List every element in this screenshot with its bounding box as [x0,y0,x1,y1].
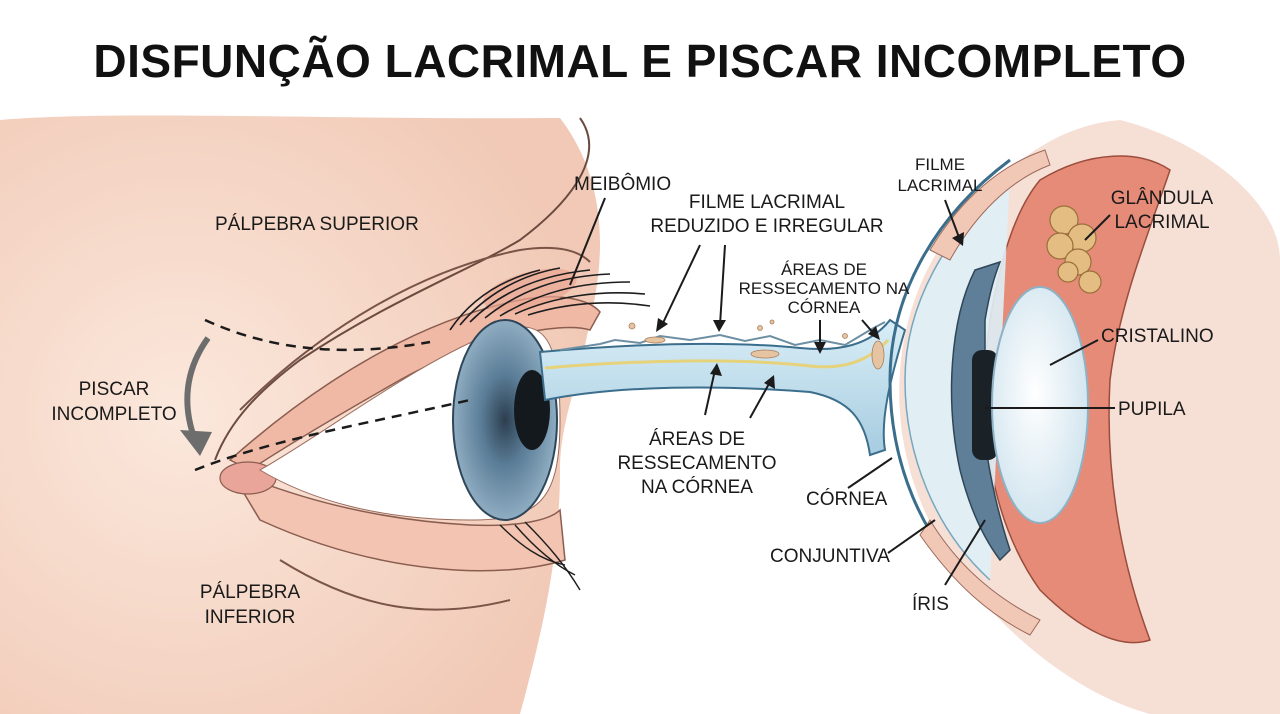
meibomio-leader [569,197,606,286]
iris-leader [944,519,986,586]
label-filme-reduzido-line2: REDUZIDO E IRREGULAR [650,216,883,237]
label-piscar-line1: PISCAR [79,379,150,400]
label-filme-reduzido-line1: FILME LACRIMAL [689,192,845,213]
iris-front [452,319,558,521]
blink-line-lower [194,398,471,472]
filme-reduzido-arrow-2 [719,244,726,326]
blink-arrow-icon [184,336,211,442]
cornea-cross-section [538,318,907,457]
label-palpebra-superior: PÁLPEBRA SUPERIOR [215,214,419,235]
label-areas-top-line2: RESSECAMENTO NA [739,279,910,298]
blink-arrowhead-icon [180,430,212,456]
external-eye-illustration [0,115,651,714]
upper-eyelid-section [929,149,1051,261]
areas-bottom-arrow-2 [749,381,771,419]
lower-eyelid-section [919,519,1041,636]
tear-film-layer [544,338,890,370]
upper-eyelashes [449,267,651,331]
label-glandula-line1: GLÂNDULA [1111,187,1214,209]
label-filme-lacrimal-line2: LACRIMAL [897,176,982,195]
pupil-front [514,370,550,450]
leader-lines [569,197,1115,586]
label-pupila: PUPILA [1118,399,1186,420]
label-palpebra-inferior-line1: PÁLPEBRA [200,582,301,603]
label-areas-bottom-line1: ÁREAS DE [649,429,745,450]
label-areas-top-line1: ÁREAS DE [781,260,867,279]
filme-reduzido-arrow-1 [661,244,701,326]
filme-lacrimal-leader [944,199,961,241]
tear-film-section [538,318,907,457]
lower-lid-fold [279,559,511,611]
label-areas-bottom-line3: NA CÓRNEA [641,476,753,498]
pupil-section [972,350,998,460]
lacrimal-gland [1046,205,1102,294]
glandula-leader [1084,214,1111,241]
label-meibomio: MEIBÔMIO [574,173,671,195]
label-areas-bottom-line2: RESSECAMENTO [617,453,776,474]
label-cornea: CÓRNEA [806,488,888,510]
label-palpebra-inferior-line2: INFERIOR [205,607,296,628]
cornea-leader [847,457,893,489]
page-title: DISFUNÇÃO LACRIMAL E PISCAR INCOMPLETO [93,35,1186,87]
areas-bottom-arrow-1 [704,369,716,416]
conjuntiva-leader [887,519,936,554]
label-piscar-line2: INCOMPLETO [51,404,176,425]
upper-lid-fold [239,246,591,411]
lower-lid [228,468,566,572]
label-glandula-line2: LACRIMAL [1114,212,1209,233]
arrowheads [656,232,964,389]
label-areas-top-line3: CÓRNEA [788,298,861,317]
label-cristalino: CRISTALINO [1101,326,1214,347]
lower-eyelashes [499,521,581,591]
dry-spots [628,319,885,370]
upper-lid-margin [228,296,601,471]
irregular-tear-film [559,321,886,351]
crystalline-lens [991,286,1089,524]
eye-cross-section [888,120,1280,714]
label-iris: ÍRIS [912,594,949,615]
label-conjuntiva: CONJUNTIVA [770,546,890,567]
cristalino-leader [1049,339,1099,366]
upper-lid-contour [214,117,591,461]
blink-line-upper [204,318,431,352]
label-filme-lacrimal-line1: FILME [915,155,965,174]
